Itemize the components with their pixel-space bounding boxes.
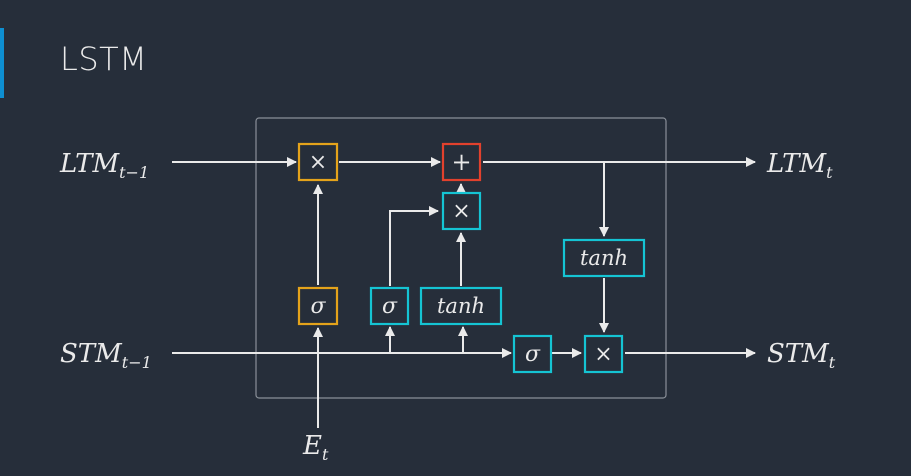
output-sigmoid-box bbox=[512, 334, 553, 374]
forget-multiply-box bbox=[297, 142, 339, 182]
label-stm-new-base: STM bbox=[767, 339, 830, 369]
label-event: Et bbox=[302, 431, 329, 464]
learn-multiply-symbol: × bbox=[452, 199, 470, 224]
learn-sigmoid-box bbox=[369, 286, 410, 326]
forget-sigmoid-box bbox=[297, 286, 339, 326]
label-ltm-new: LTMt bbox=[766, 149, 833, 182]
forget-sigmoid-symbol: σ bbox=[310, 294, 326, 319]
arrow-learn-sigmoid-to-learn-multiply bbox=[389, 206, 439, 286]
connections bbox=[172, 157, 756, 428]
learn-tanh-symbol: tanh bbox=[437, 294, 485, 318]
ltm-add-box bbox=[441, 142, 482, 182]
ltm-add-symbol: + bbox=[451, 148, 471, 176]
output-tanh-box bbox=[562, 238, 646, 278]
output-multiply-symbol: × bbox=[594, 342, 612, 367]
label-ltm-new-base: LTM bbox=[766, 149, 827, 179]
learn-sigmoid-symbol: σ bbox=[382, 294, 398, 319]
io-labels: LTMt−1 STMt−1 Et LTMt STMt bbox=[59, 149, 836, 464]
learn-tanh-box bbox=[419, 286, 503, 326]
label-event-base: E bbox=[302, 431, 322, 461]
label-stm-prev: STMt−1 bbox=[60, 339, 152, 372]
gates: × σ + × σ tanh tanh σ × bbox=[297, 142, 646, 374]
output-multiply-box bbox=[583, 334, 624, 374]
output-sigmoid-symbol: σ bbox=[525, 342, 541, 367]
label-stm-new: STMt bbox=[767, 339, 836, 372]
label-stm-prev-subscript: t−1 bbox=[122, 353, 152, 372]
label-stm-new-subscript: t bbox=[829, 353, 836, 372]
slide-title: LSTM bbox=[60, 40, 148, 78]
forget-multiply-symbol: × bbox=[309, 150, 327, 175]
label-ltm-new-subscript: t bbox=[826, 163, 833, 182]
label-ltm-prev-base: LTM bbox=[59, 149, 120, 179]
output-tanh-symbol: tanh bbox=[580, 246, 628, 270]
label-ltm-prev-subscript: t−1 bbox=[119, 163, 149, 182]
label-event-subscript: t bbox=[322, 445, 329, 464]
title-accent-bar bbox=[0, 28, 4, 98]
label-ltm-prev: LTMt−1 bbox=[59, 149, 149, 182]
learn-multiply-box bbox=[441, 191, 482, 231]
label-stm-prev-base: STM bbox=[60, 339, 123, 369]
lstm-cell-frame bbox=[255, 117, 667, 399]
